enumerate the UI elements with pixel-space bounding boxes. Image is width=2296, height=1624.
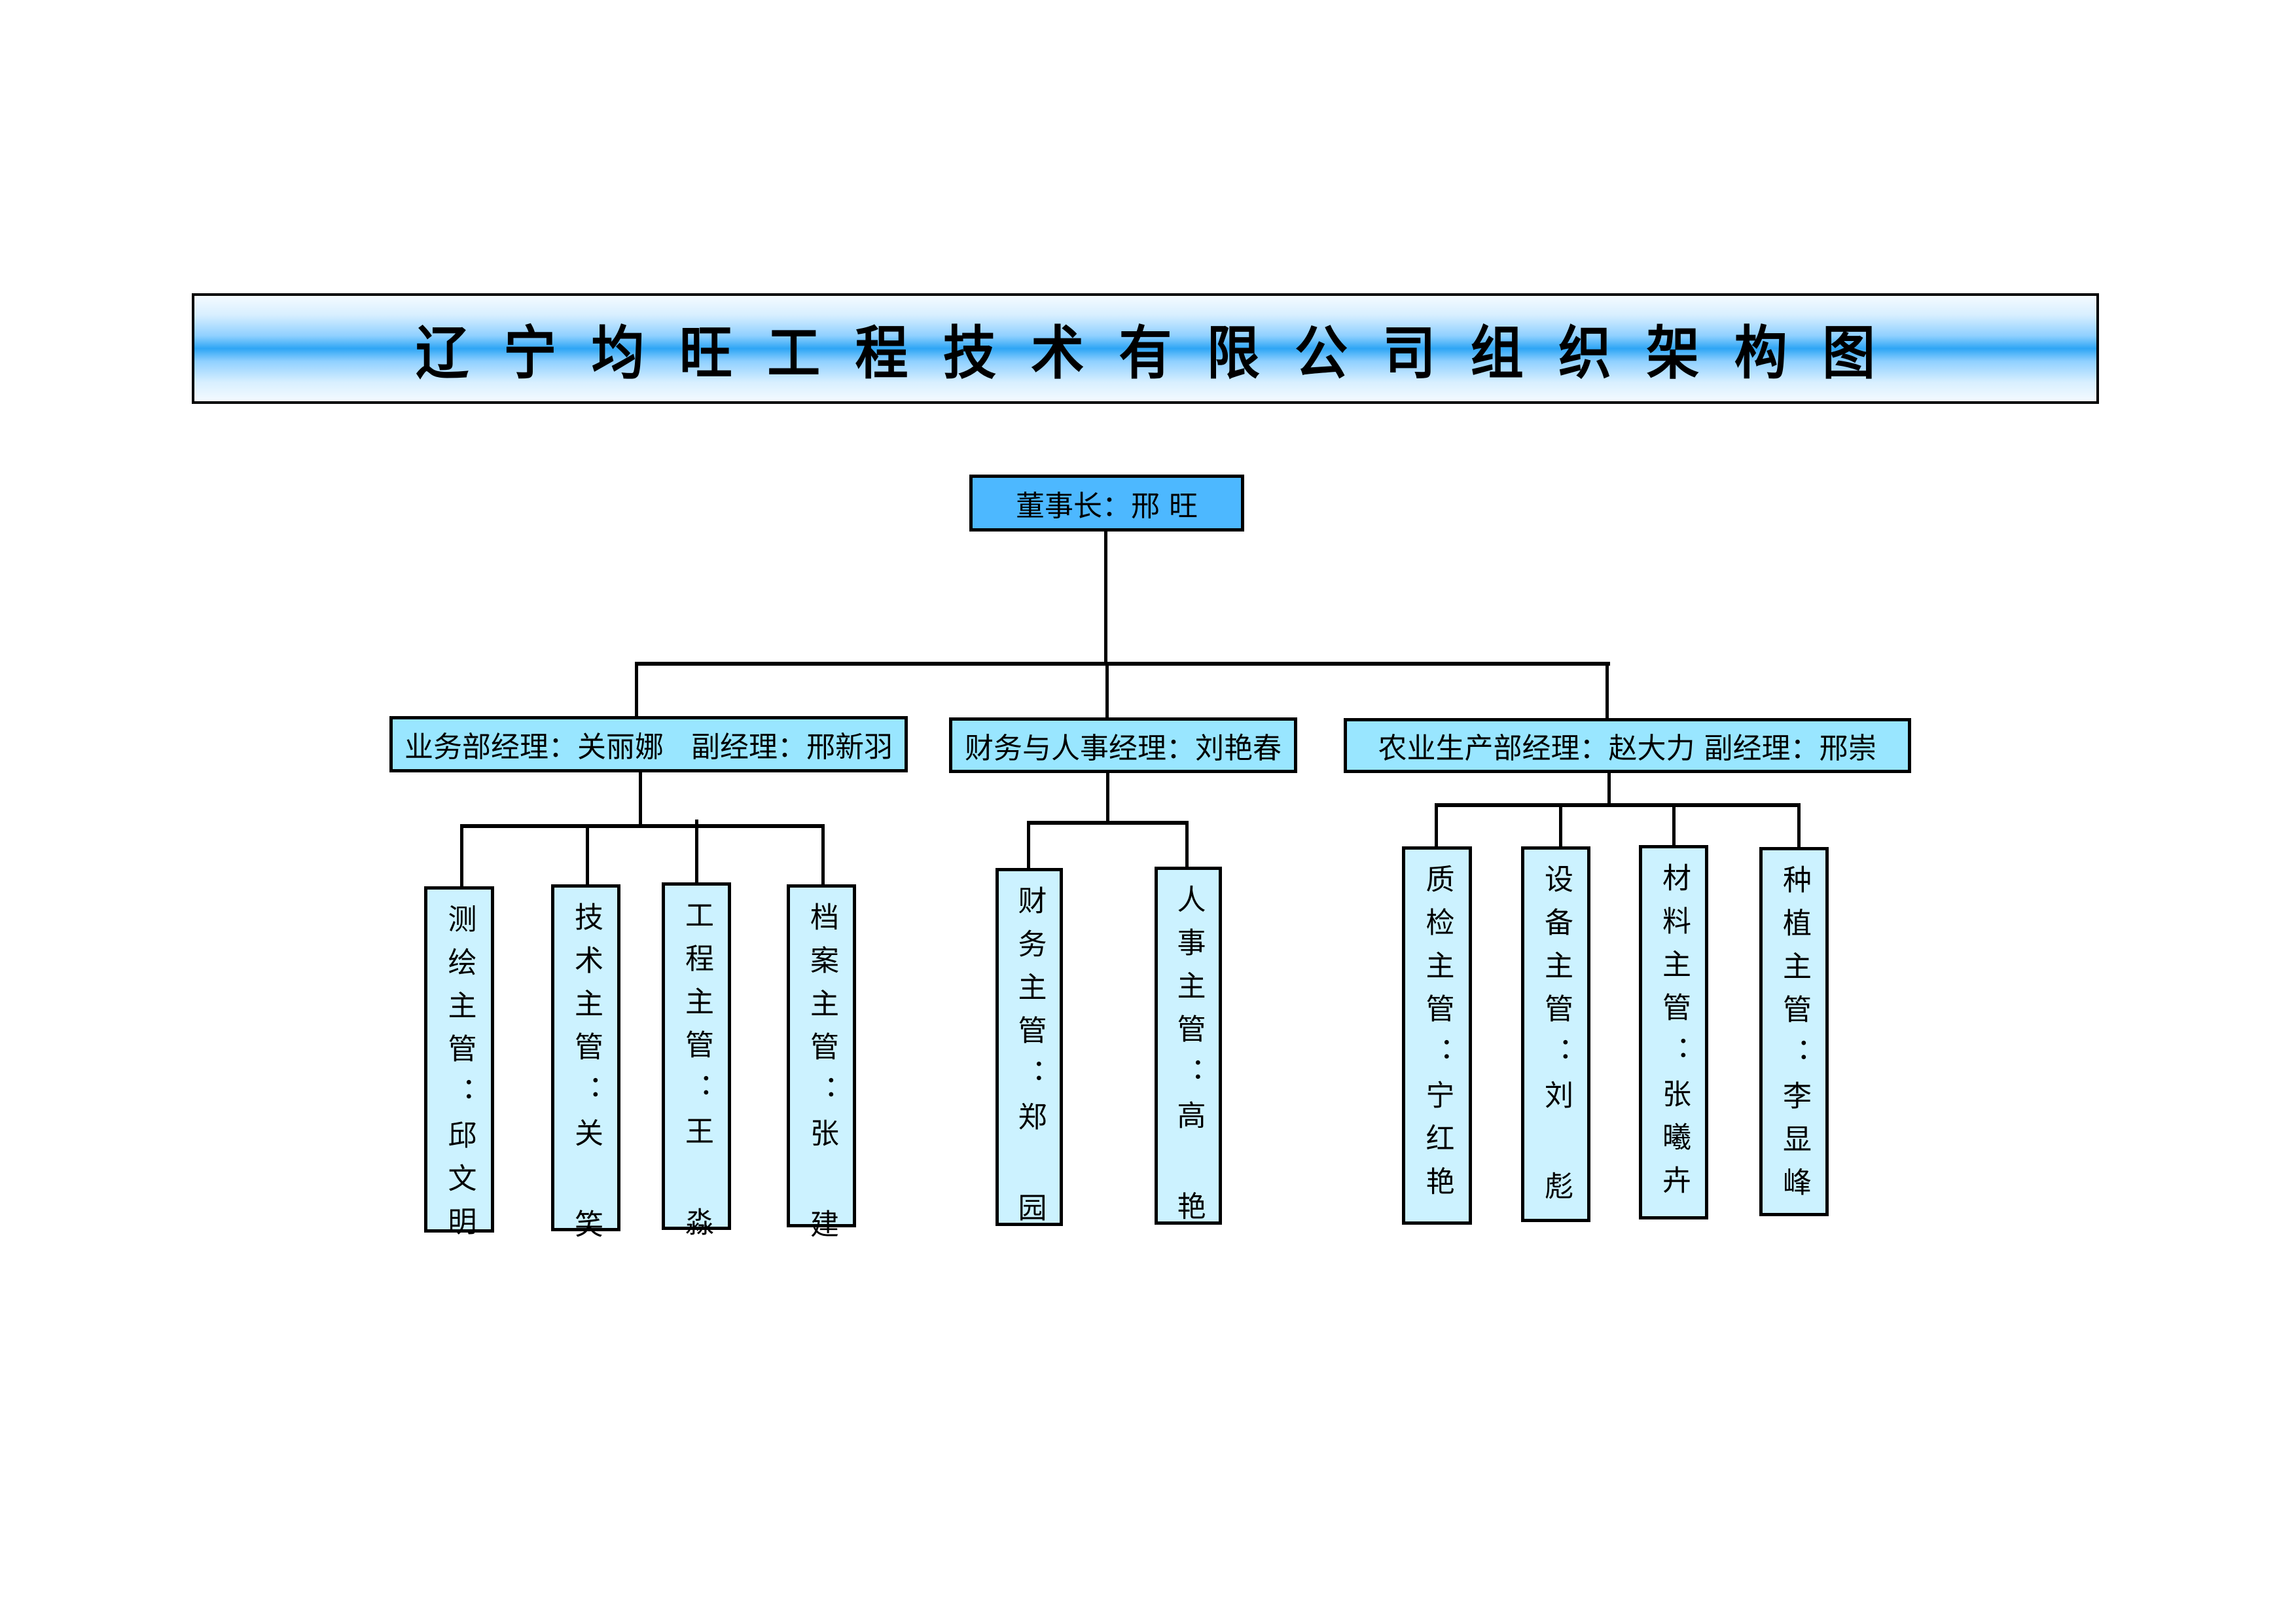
connector-leaf (1797, 803, 1801, 847)
connector-leaf (1672, 803, 1676, 845)
connector-leaf (1435, 803, 1438, 846)
supervisor-box-finance: 财务主管：郑 园 (996, 868, 1063, 1236)
connector-chairman-down (1104, 532, 1107, 665)
department-box-finance-hr: 财务与人事经理：刘艳春 (949, 717, 1297, 773)
connector-dept-3-down (1607, 772, 1611, 805)
supervisor-label: 工程主管：王 淼 (680, 900, 713, 1250)
department-box-business: 业务部经理：关丽娜 副经理：邢新羽 (389, 716, 908, 772)
supervisor-label: 人事主管：高 艳 (1172, 884, 1206, 1235)
connector-leaf (460, 824, 463, 886)
supervisor-label: 档案主管：张 建 (805, 902, 838, 1252)
supervisor-box-hr: 人事主管：高 艳 (1155, 867, 1222, 1235)
connector-leaf (1559, 803, 1562, 846)
supervisor-label: 设备主管：刘 彪 (1539, 864, 1573, 1214)
connector-leaf (1185, 821, 1189, 867)
department-label: 农业生产部经理：赵大力 副经理：邢崇 (1378, 732, 1877, 765)
connector-department-bus (635, 662, 1610, 666)
connector-leaf (1027, 821, 1030, 868)
connector-to-dept-1 (635, 662, 638, 717)
supervisor-box-technical: 技术主管：关 笑 (551, 884, 620, 1252)
chairman-label: 董事长：邢 旺 (1016, 489, 1198, 523)
connector-dept-1-down (639, 772, 642, 826)
title-banner: 辽宁均旺工程技术有限公司组织架构图 (192, 293, 2099, 404)
supervisor-label: 技术主管：关 笑 (569, 902, 603, 1252)
connector-group-1-bus (460, 824, 825, 828)
supervisor-box-planting: 种植主管：李显峰 (1759, 847, 1829, 1216)
supervisor-label: 测绘主管：邱文明 (442, 904, 476, 1250)
department-label: 业务部经理：关丽娜 副经理：邢新羽 (404, 731, 893, 764)
supervisor-label: 材料主管：张曦卉 (1657, 863, 1691, 1208)
department-label: 财务与人事经理：刘艳春 (965, 731, 1282, 765)
supervisor-box-archives: 档案主管：张 建 (787, 884, 856, 1252)
connector-leaf (821, 824, 825, 884)
connector-group-3-bus (1435, 803, 1801, 807)
connector-leaf (695, 820, 698, 882)
connector-leaf (586, 824, 589, 884)
connector-to-dept-2 (1105, 662, 1109, 718)
connector-to-dept-3 (1605, 662, 1609, 719)
supervisor-box-equipment: 设备主管：刘 彪 (1521, 846, 1590, 1222)
supervisor-box-engineering: 工程主管：王 淼 (662, 882, 731, 1250)
page-title: 辽宁均旺工程技术有限公司组织架构图 (415, 319, 1910, 387)
supervisor-box-quality: 质检主管：宁红艳 (1402, 846, 1472, 1225)
connector-dept-2-down (1106, 773, 1109, 824)
department-box-agriculture: 农业生产部经理：赵大力 副经理：邢崇 (1344, 718, 1911, 773)
chairman-box: 董事长：邢 旺 (969, 475, 1244, 532)
supervisor-box-materials: 材料主管：张曦卉 (1639, 845, 1708, 1219)
supervisor-label: 财务主管：郑 园 (1013, 886, 1047, 1236)
supervisor-box-surveying: 测绘主管：邱文明 (424, 886, 494, 1250)
connector-group-2-bus (1027, 821, 1189, 825)
supervisor-label: 种植主管：李显峰 (1778, 865, 1811, 1210)
supervisor-label: 质检主管：宁红艳 (1420, 864, 1454, 1210)
